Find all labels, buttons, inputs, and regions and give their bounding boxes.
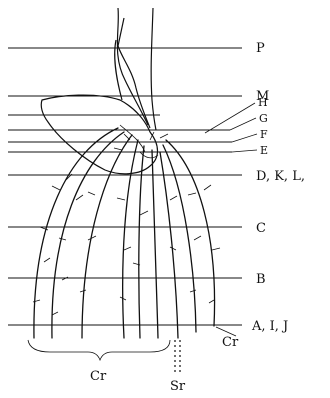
crown-root-2: [52, 132, 124, 338]
level-lines: [8, 48, 242, 325]
label-e: E: [260, 144, 268, 157]
root-hairs: [33, 132, 220, 315]
level-labels: P M H G F E D, K, L, C B A, I, J: [251, 41, 305, 334]
crown-roots: [34, 128, 215, 338]
label-f: F: [260, 128, 268, 141]
label-dkl: D, K, L,: [256, 169, 305, 184]
label-cr-right: Cr: [222, 335, 239, 350]
label-h: H: [258, 96, 268, 109]
crown-root-8: [166, 140, 215, 326]
label-sr: Sr: [170, 379, 186, 394]
cr-bracket: [28, 340, 170, 360]
label-c: C: [256, 221, 266, 236]
label-b: B: [256, 272, 266, 287]
shoot: [115, 8, 156, 130]
label-cr-group: Cr: [90, 369, 107, 384]
crown-root-4: [123, 140, 138, 338]
crown-root-1: [34, 128, 118, 338]
crown-root-7: [163, 145, 196, 332]
seminal-root-dotted: [175, 340, 180, 372]
root-labels: Cr Cr Sr: [90, 335, 239, 394]
label-g: G: [259, 112, 268, 125]
label-aij: A, I, J: [251, 319, 288, 334]
seminal-root: [160, 152, 178, 338]
label-p: P: [256, 41, 265, 56]
crown-root-6: [152, 150, 158, 338]
seed-body: [41, 95, 158, 174]
leader-lines: [205, 103, 257, 152]
